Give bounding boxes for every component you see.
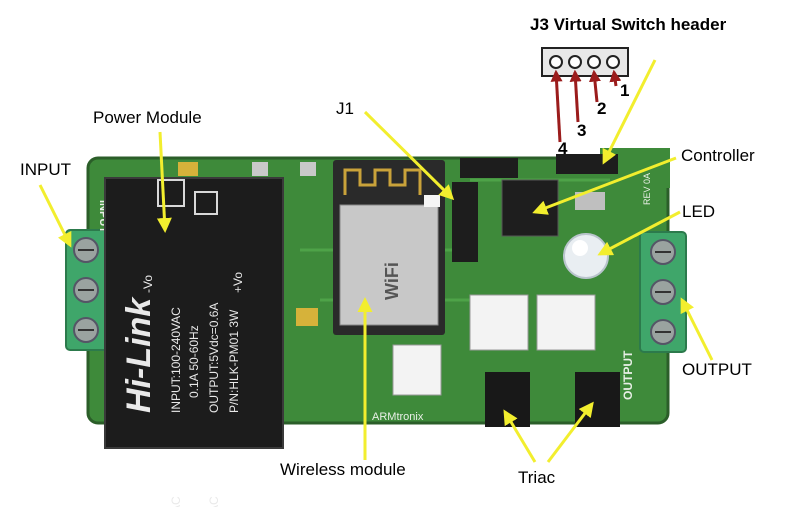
pin-1-label: 1	[620, 81, 629, 100]
label-triac: Triac	[518, 468, 556, 487]
pm-line2: 0.1A 50-60Hz	[187, 325, 201, 398]
capacitor	[296, 308, 318, 326]
silk-output: OUTPUT	[621, 350, 635, 400]
label-controller: Controller	[681, 146, 755, 165]
j3-header-board	[556, 154, 618, 174]
power-module: Hi-Link INPUT:100-240VAC 0.1A 50-60Hz OU…	[104, 177, 284, 507]
pin-2-label: 2	[597, 99, 606, 118]
pin-4-label: 4	[558, 139, 568, 158]
led	[563, 233, 609, 279]
pm-ac-1: AC	[169, 496, 183, 507]
pm-vminus: -Vo	[141, 275, 155, 293]
label-j1: J1	[336, 99, 354, 118]
pm-line3: OUTPUT:5Vdc=0.6A	[207, 303, 221, 413]
label-led: LED	[682, 202, 716, 221]
pin-3-label: 3	[577, 121, 586, 140]
optocoupler	[392, 344, 442, 396]
label-output: OUTPUT	[682, 360, 752, 379]
brand: ARMtronix	[372, 411, 424, 423]
callout-arrows	[38, 59, 714, 463]
pm-vplus: +Vo	[231, 272, 245, 293]
j3-diagram	[541, 47, 629, 77]
capacitor	[178, 162, 198, 176]
pm-ac-2: AC	[207, 496, 221, 507]
input-terminal	[65, 229, 111, 351]
label-power-module: Power Module	[93, 108, 202, 127]
crystal	[575, 192, 605, 210]
optocoupler	[536, 294, 596, 351]
label-input: INPUT	[20, 160, 71, 179]
optocoupler	[469, 294, 529, 351]
pin-arrows	[550, 69, 622, 143]
label-wireless: Wireless module	[280, 460, 406, 479]
button	[300, 162, 316, 176]
silk-rev: REV 0A	[642, 173, 652, 205]
button	[252, 162, 268, 176]
wifi-logo: WiFi	[382, 262, 402, 300]
pm-brand: Hi-Link	[120, 296, 158, 413]
pm-line1: INPUT:100-240VAC	[169, 307, 183, 413]
output-terminal	[639, 231, 687, 353]
j1-header	[452, 158, 518, 262]
label-j3: J3 Virtual Switch header	[530, 15, 727, 34]
wireless-module: WiFi	[333, 160, 445, 335]
pm-line4: P/N:HLK-PM01 3W	[227, 309, 241, 413]
